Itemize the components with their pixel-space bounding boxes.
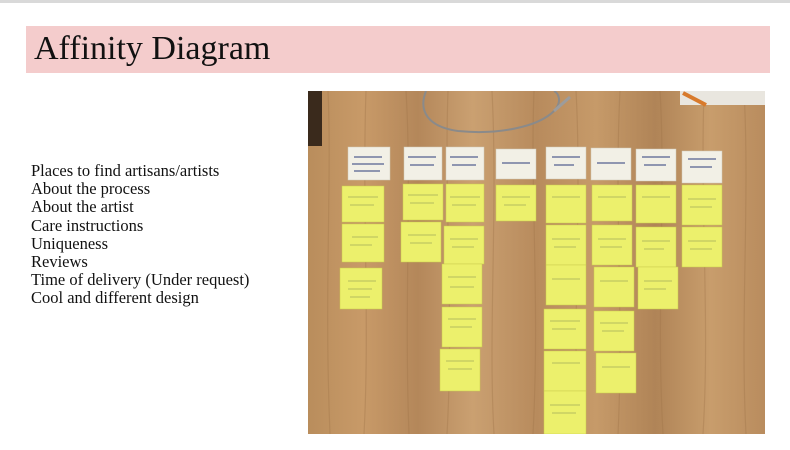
list-item: Reviews	[31, 252, 88, 272]
sticky-notes-photo-image	[308, 91, 765, 434]
affinity-photo	[308, 91, 765, 434]
list-item: Uniqueness	[31, 233, 108, 253]
list-item: Time of delivery (Under request)	[31, 270, 250, 290]
list-item: Cool and different design	[31, 288, 199, 308]
slide-title: Affinity Diagram	[34, 30, 271, 67]
top-divider	[0, 0, 790, 3]
list-item: Care instructions	[31, 215, 144, 235]
title-band: Affinity Diagram	[26, 26, 770, 73]
list-item: About the process	[31, 179, 151, 199]
list-item: Places to find artisans/artists	[31, 161, 220, 180]
category-list: Places to find artisans/artists About th…	[31, 161, 301, 308]
list-item: About the artist	[31, 197, 134, 217]
